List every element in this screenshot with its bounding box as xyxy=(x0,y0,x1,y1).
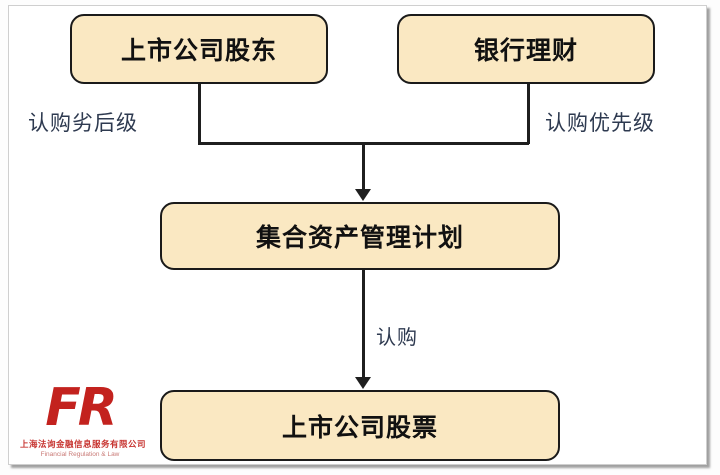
fr-logo-monogram: FR xyxy=(45,378,118,438)
connector-bottom-vertical-line xyxy=(362,270,365,379)
node-collective-asset-management-plan: 集合资产管理计划 xyxy=(160,202,560,270)
fr-logo-company-name: 上海法询金融信息服务有限公司 xyxy=(20,439,147,449)
node-label: 上市公司股票 xyxy=(281,413,438,442)
edge-label-priority: 认购优先级 xyxy=(545,112,655,135)
edge-label-subordinated: 认购劣后级 xyxy=(28,112,138,135)
node-listed-company-shareholders: 上市公司股东 xyxy=(70,14,328,84)
node-label: 银行理财 xyxy=(473,37,578,65)
fr-logo: FR 上海法询金融信息服务有限公司 Financial Regulation &… xyxy=(20,378,147,458)
fr-logo-tagline: Financial Regulation & Law xyxy=(40,451,120,458)
connector-center-vertical-line xyxy=(362,144,365,191)
node-bank-wealth-management: 银行理财 xyxy=(397,14,655,84)
connector-right-vertical-line xyxy=(527,84,530,144)
arrowhead-to-plan-icon xyxy=(355,189,371,201)
node-label: 集合资产管理计划 xyxy=(255,224,464,252)
node-listed-company-stock: 上市公司股票 xyxy=(160,390,560,461)
connector-horizontal-line xyxy=(198,142,529,145)
edge-label-subscribe: 认购 xyxy=(376,327,418,349)
arrowhead-to-stock-icon xyxy=(355,377,371,389)
connector-left-vertical-line xyxy=(198,84,201,144)
node-label: 上市公司股东 xyxy=(120,37,277,65)
